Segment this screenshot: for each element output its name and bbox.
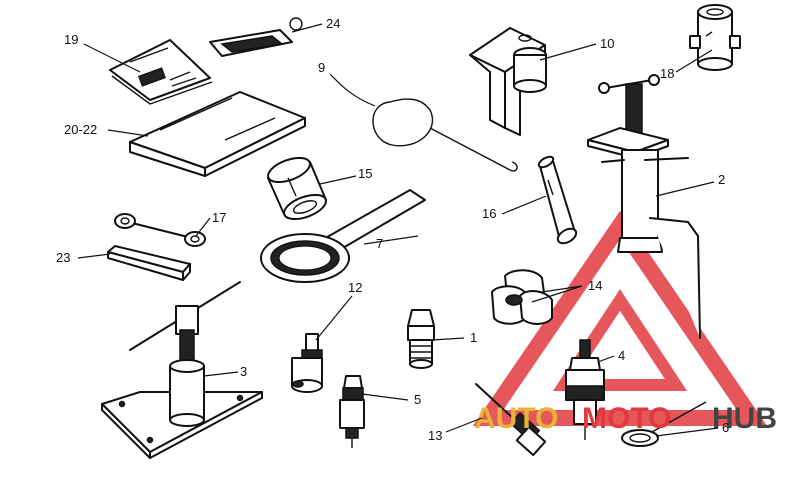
part-6-ring-hook — [621, 401, 707, 447]
callout-24: 24 — [326, 16, 340, 31]
watermark-logo — [472, 210, 768, 426]
part-7-ring-spanner — [260, 189, 426, 283]
part-24-key-tag — [209, 17, 303, 57]
callout-5: 5 — [414, 392, 421, 407]
callout-20-22: 20-22 — [64, 122, 97, 137]
part-9-wire-hook — [372, 98, 518, 172]
part-2-puller — [587, 74, 701, 339]
part-17-ring-spanner — [114, 213, 206, 247]
callout-17: 17 — [212, 210, 226, 225]
part-13-probe — [475, 383, 547, 457]
callout-16: 16 — [482, 206, 496, 221]
part-4-threaded-tool — [565, 339, 605, 440]
watermark-text: AUTO MOTO HUB — [474, 402, 777, 435]
part-10-bracket — [469, 27, 547, 136]
callout-3: 3 — [240, 364, 247, 379]
part-19-manual — [109, 39, 213, 105]
callout-9: 9 — [318, 60, 325, 75]
part-20-22-folder — [129, 91, 306, 177]
callout-1: 1 — [470, 330, 477, 345]
callouts: 19 24 20-22 9 10 18 2 15 16 17 23 7 14 3… — [56, 16, 729, 443]
watermark-text-auto: AUTO — [474, 402, 558, 435]
callout-19: 19 — [64, 32, 78, 47]
callout-13: 13 — [428, 428, 442, 443]
callout-2: 2 — [718, 172, 725, 187]
part-12-small-puller — [291, 333, 323, 393]
watermark-triangle-inner — [552, 289, 688, 391]
leader-lines — [77, 23, 719, 437]
part-23-hex-bar — [107, 245, 191, 281]
watermark-text-moto: MOTO — [582, 402, 671, 435]
watermark-text-hub: HUB — [712, 402, 777, 435]
callout-4: 4 — [618, 348, 625, 363]
callout-18: 18 — [660, 66, 674, 81]
callout-23: 23 — [56, 250, 70, 265]
callout-6: 6 — [722, 420, 729, 435]
callout-7: 7 — [376, 236, 383, 251]
callout-12: 12 — [348, 280, 362, 295]
part-15-cylinder — [267, 156, 327, 221]
part-3-press — [101, 281, 263, 459]
watermark-triangle-outer — [472, 210, 768, 426]
callout-15: 15 — [358, 166, 372, 181]
part-14-split-collar — [491, 269, 553, 325]
callout-14: 14 — [588, 278, 602, 293]
part-18-adapter — [689, 4, 741, 71]
callout-10: 10 — [600, 36, 614, 51]
part-16-tube-wrench — [537, 155, 578, 245]
part-5-plug-tool — [339, 375, 365, 448]
part-1-threaded-adapter — [407, 309, 435, 369]
